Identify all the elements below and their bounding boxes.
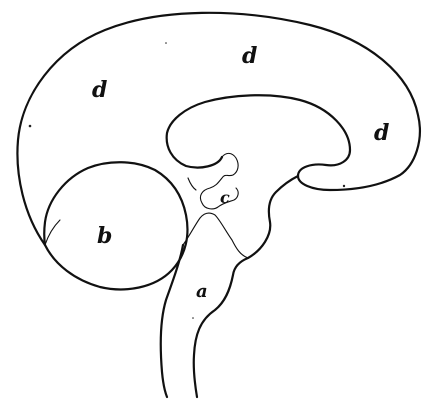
b-region-outline (44, 162, 187, 289)
label-b: b (97, 223, 112, 249)
label-a: a (196, 281, 208, 302)
brainstem-left-outline (161, 245, 183, 397)
hemisphere-outline (17, 13, 419, 245)
speck-dot (165, 42, 167, 44)
cerebellum-divider (183, 213, 248, 258)
c-notch (188, 178, 196, 190)
b-inner-line (45, 220, 60, 245)
speck-dot (29, 125, 32, 128)
label-d-left: d (92, 77, 107, 103)
speck-dot (343, 185, 345, 187)
speck-dot (192, 317, 194, 319)
label-d-top: d (242, 43, 257, 69)
label-d-right: d (374, 120, 389, 146)
label-c: c (220, 188, 230, 207)
